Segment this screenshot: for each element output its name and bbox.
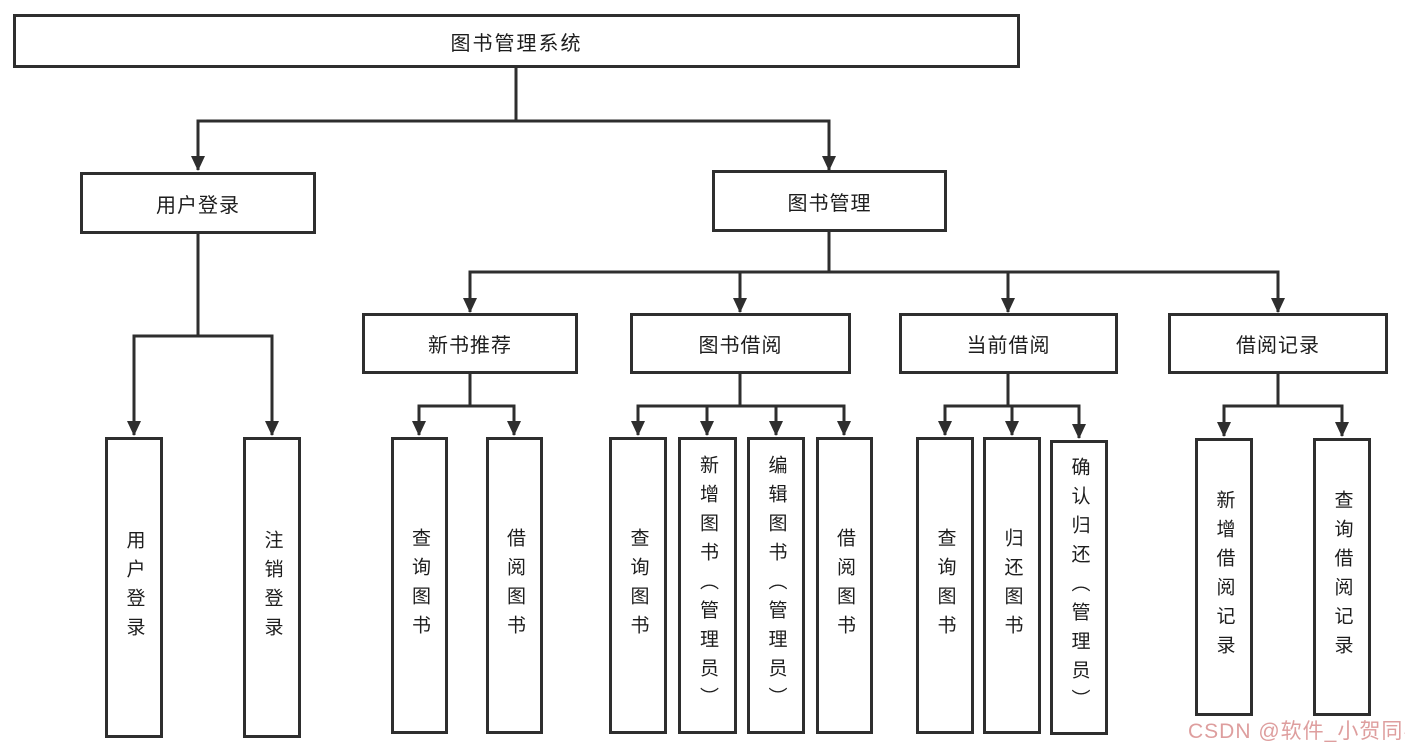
node-label: 图书管理 xyxy=(787,192,872,215)
node-label: 查询图书 xyxy=(627,527,649,644)
leaf-record-query-borrow-record: 查询借阅记录 xyxy=(1313,438,1371,716)
node-label: 查询借阅记录 xyxy=(1331,490,1353,664)
leaf-current-query-book: 查询图书 xyxy=(916,437,974,734)
leaf-recommend-borrow-book: 借阅图书 xyxy=(486,437,543,734)
node-label: 编辑图书（管理员） xyxy=(765,455,787,716)
node-label: 借阅记录 xyxy=(1236,335,1320,357)
leaf-borrow-borrow-book: 借阅图书 xyxy=(816,437,873,734)
node-label: 查询图书 xyxy=(934,527,956,644)
leaf-user-login: 用户登录 xyxy=(105,437,163,738)
node-label: 新书推荐 xyxy=(428,335,512,357)
new-book-recommend-node: 新书推荐 xyxy=(362,313,578,374)
node-label: 当前借阅 xyxy=(966,335,1051,357)
node-label: 确认归还（管理员） xyxy=(1068,457,1090,718)
leaf-current-confirm-return-admin: 确认归还（管理员） xyxy=(1050,440,1108,735)
node-label: 新增图书（管理员） xyxy=(697,455,718,716)
leaf-recommend-query-book: 查询图书 xyxy=(391,437,448,734)
root-node-library-management-system: 图书管理系统 xyxy=(13,14,1020,68)
book-borrow-node: 图书借阅 xyxy=(630,313,851,374)
node-label: 借阅图书 xyxy=(504,527,525,644)
book-management-branch-node: 图书管理 xyxy=(712,170,947,232)
node-label: 图书借阅 xyxy=(698,335,783,357)
node-label: 归还图书 xyxy=(1001,527,1023,644)
node-label: 图书管理系统 xyxy=(450,32,583,55)
current-borrow-node: 当前借阅 xyxy=(899,313,1118,374)
user-login-branch-node: 用户登录 xyxy=(80,172,316,234)
leaf-borrow-query-book: 查询图书 xyxy=(609,437,667,734)
node-label: 新增借阅记录 xyxy=(1213,490,1235,664)
leaf-current-return-book: 归还图书 xyxy=(983,437,1041,734)
leaf-record-add-borrow-record: 新增借阅记录 xyxy=(1195,438,1253,716)
node-label: 借阅图书 xyxy=(834,527,855,644)
node-label: 查询图书 xyxy=(409,527,430,644)
node-label: 用户登录 xyxy=(123,529,145,646)
node-label: 注销登录 xyxy=(261,529,283,646)
leaf-borrow-edit-book-admin: 编辑图书（管理员） xyxy=(747,437,805,734)
leaf-borrow-add-book-admin: 新增图书（管理员） xyxy=(678,437,737,734)
leaf-logout-login: 注销登录 xyxy=(243,437,301,738)
node-label: 用户登录 xyxy=(156,194,240,217)
borrow-record-node: 借阅记录 xyxy=(1168,313,1388,374)
csdn-watermark: CSDN @软件_小贺同学 xyxy=(1188,720,1405,743)
